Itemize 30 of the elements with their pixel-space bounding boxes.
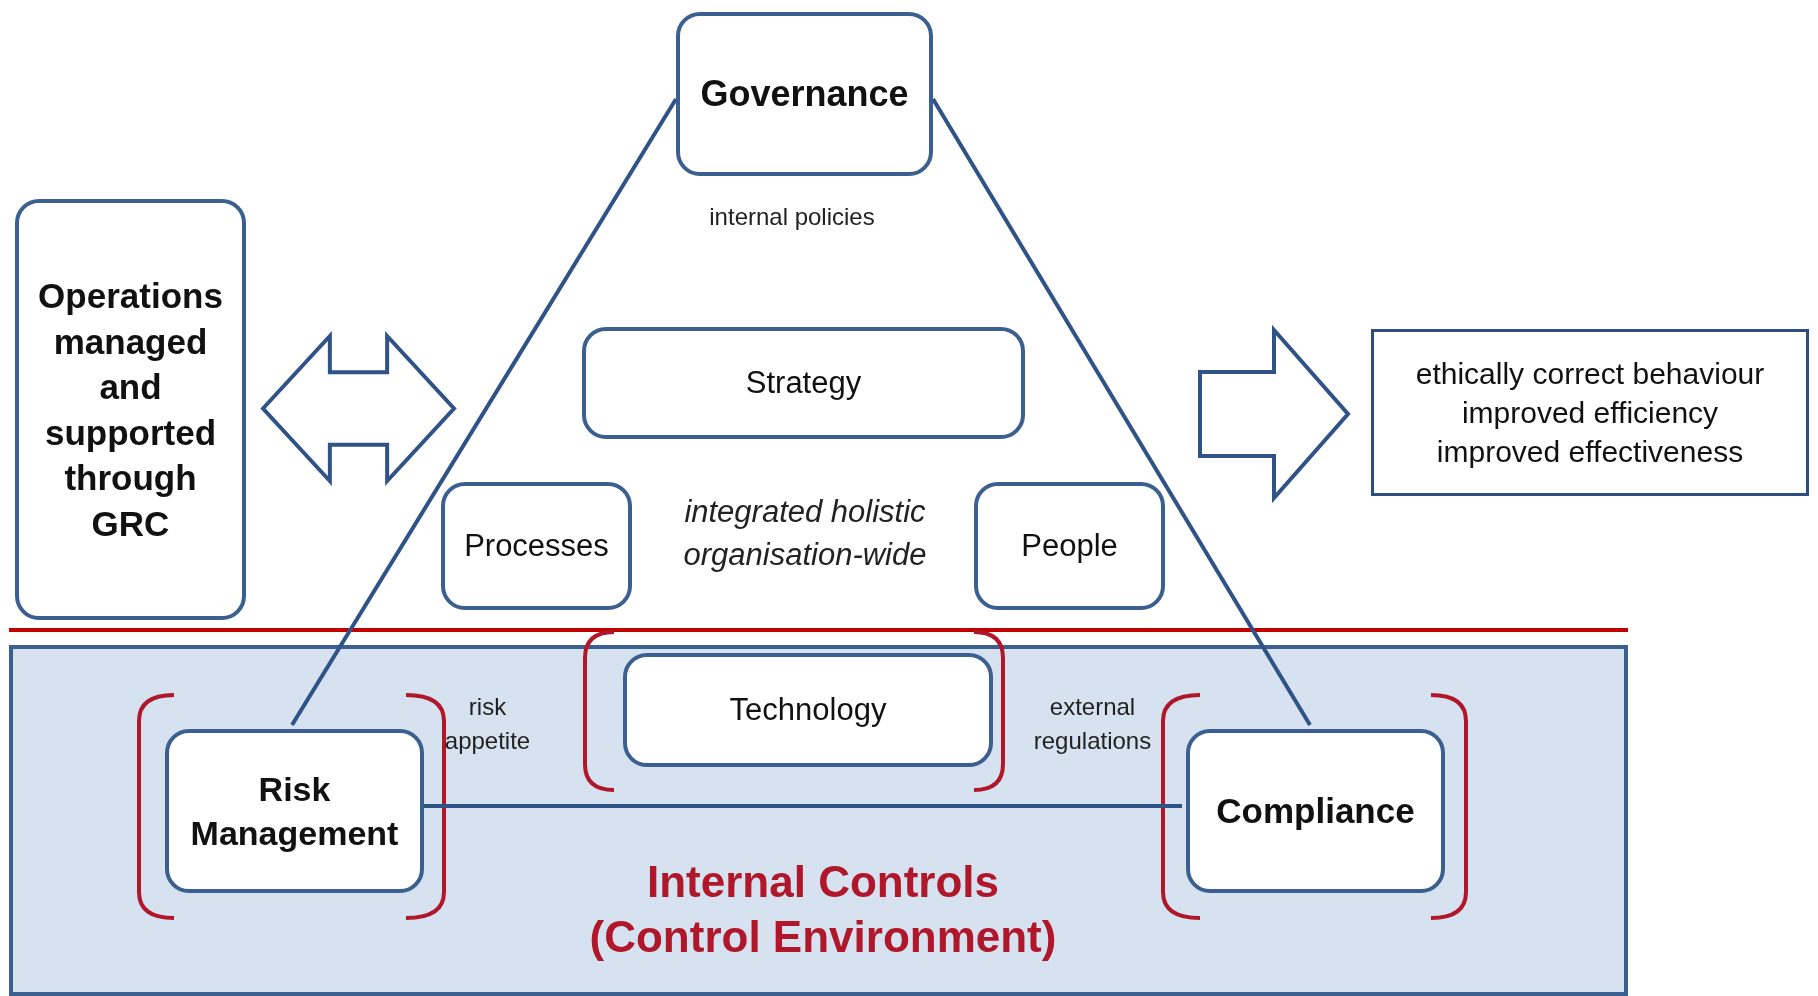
annotation-text: internal policies	[708, 202, 876, 232]
panel	[9, 645, 1628, 996]
block-arrow	[1198, 324, 1351, 504]
node-text: Strategy	[744, 363, 863, 402]
rounded-box	[676, 12, 933, 176]
double-block-arrow	[260, 330, 457, 487]
text-box	[1371, 329, 1809, 496]
node-text: People	[1020, 526, 1119, 565]
rounded-box	[1186, 729, 1445, 893]
rounded-box	[165, 729, 424, 893]
node-text: improved effectiveness	[1436, 434, 1744, 470]
rounded-box	[441, 482, 632, 610]
node-text: Risk Management	[189, 768, 400, 854]
annotation-text: integrated holistic organisation-wide	[682, 493, 928, 575]
connector-line	[290, 97, 678, 727]
rounded-box	[582, 327, 1025, 439]
rounded-box	[15, 199, 246, 620]
annotation-text: external regulations	[1032, 692, 1153, 756]
annotation-text: risk appetite	[443, 692, 532, 756]
node-text: Operations managed and supported through GRC	[37, 275, 224, 545]
panel-title: Internal Controls (Control Environment)	[588, 856, 1058, 963]
node-text: improved efficiency	[1461, 395, 1719, 431]
rounded-box	[974, 482, 1165, 610]
rounded-box	[623, 653, 993, 767]
connector-line	[931, 97, 1312, 727]
node-text: Technology	[728, 690, 888, 729]
node-text: ethically correct behaviour	[1415, 356, 1765, 392]
node-text: Processes	[463, 526, 610, 565]
node-text: Governance	[699, 71, 910, 116]
node-text: Compliance	[1215, 790, 1416, 833]
